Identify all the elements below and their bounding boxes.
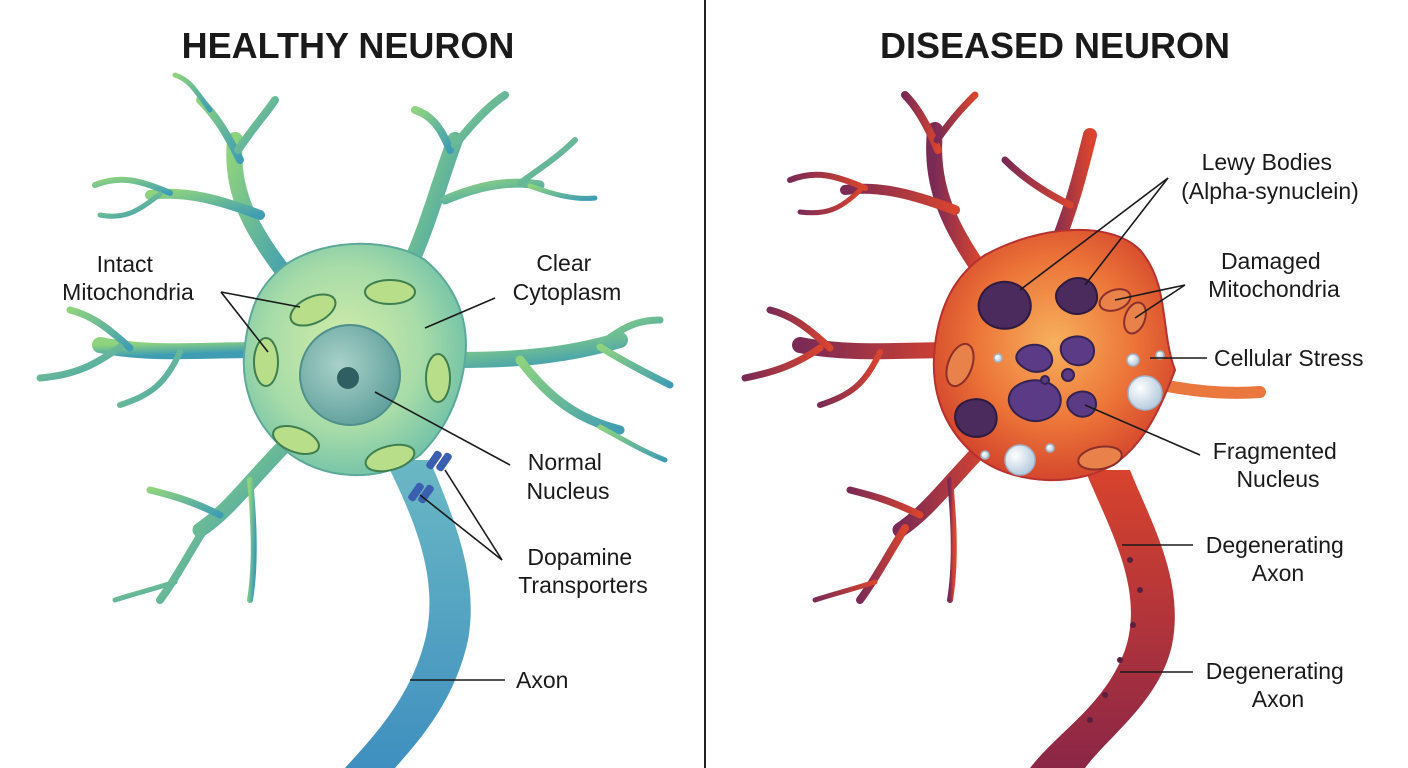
label-cellular-stress: Cellular Stress	[1214, 345, 1364, 371]
healthy-axon	[345, 460, 471, 768]
healthy-neuron-title: HEALTHY NEURON	[182, 25, 515, 66]
healthy-dendrites	[36, 72, 674, 604]
axon-degeneration-spots	[1087, 557, 1143, 723]
dopamine-transporter-icons	[408, 450, 452, 504]
lewy-bodies	[954, 276, 1099, 438]
label-lewy-bodies: Lewy Bodies (Alpha-synuclein)	[1181, 149, 1359, 204]
diseased-leader-lines	[1019, 177, 1207, 673]
healthy-mitochondria	[253, 279, 451, 473]
label-fragmented-nucleus: Fragmented Nucleus	[1213, 438, 1343, 492]
fragmented-nucleus	[1007, 335, 1098, 423]
label-clear-cytoplasm: Clear Cytoplasm	[513, 250, 622, 305]
healthy-nucleolus	[337, 367, 359, 389]
healthy-leader-lines	[220, 291, 511, 681]
healthy-neuron-illustration	[36, 72, 674, 768]
label-axon: Axon	[516, 667, 568, 693]
label-dopamine-transporters: Dopamine Transporters	[518, 544, 648, 598]
label-degenerating-axon-lower: Degenerating Axon	[1206, 658, 1351, 712]
label-normal-nucleus: Normal Nucleus	[526, 449, 609, 504]
label-degenerating-axon-upper: Degenerating Axon	[1206, 532, 1351, 586]
diseased-axon	[1030, 470, 1175, 768]
diseased-neuron-title: DISEASED NEURON	[880, 25, 1230, 66]
label-intact-mitochondria: Intact Mitochondria	[62, 251, 194, 305]
cellular-stress-vacuoles	[980, 350, 1165, 476]
damaged-mitochondria	[945, 288, 1147, 471]
label-damaged-mitochondria: Damaged Mitochondria	[1208, 248, 1340, 302]
